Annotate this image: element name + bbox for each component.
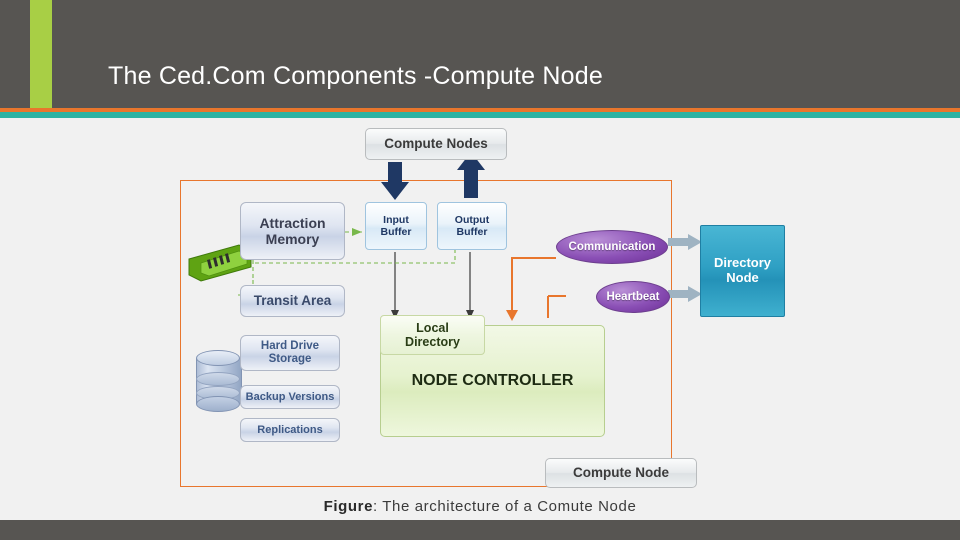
slide-header [0,0,960,110]
hard-drive-line2: Storage [268,353,312,365]
memory-module-icon [188,244,252,282]
figure-caption-bold: Figure [323,498,374,515]
header-accent-teal [0,112,960,118]
local-directory-line1: Local [416,320,449,335]
slide-footer-bar [0,520,960,540]
figure-caption: Figure: The architecture of a Comute Nod… [0,498,960,515]
directory-node-line2: Node [726,270,759,285]
output-buffer-line1: Output [454,213,490,226]
communication-ellipse[interactable]: Communication [556,230,668,264]
input-buffer-line2: Buffer [380,226,412,238]
backup-versions-box[interactable]: Backup Versions [240,385,340,409]
input-buffer-line1: Input [383,213,409,226]
hard-drive-storage-box[interactable]: Hard Drive Storage [240,335,340,371]
local-directory-line2: Directory [405,335,460,349]
hard-drive-line1: Hard Drive [260,339,320,352]
attraction-memory-box[interactable]: Attraction Memory [240,202,345,260]
attraction-memory-line1: Attraction [259,214,326,231]
header-left-accent-tab [30,0,52,108]
directory-node-line1: Directory [713,255,772,271]
transit-area-box[interactable]: Transit Area [240,285,345,317]
architecture-diagram: Compute Nodes Input Buffer Output Buffer… [0,120,960,520]
local-directory-box[interactable]: Local Directory [380,315,485,355]
attraction-memory-line2: Memory [265,231,320,247]
heartbeat-ellipse[interactable]: Heartbeat [596,281,670,313]
replications-box[interactable]: Replications [240,418,340,442]
page-title: The Ced.Com Components -Compute Node [108,62,603,90]
output-buffer-line2: Buffer [456,226,488,238]
figure-caption-text: : The architecture of a Comute Node [373,498,637,515]
compute-node-label-box[interactable]: Compute Node [545,458,697,488]
compute-nodes-box[interactable]: Compute Nodes [365,128,507,160]
output-buffer-box[interactable]: Output Buffer [437,202,507,250]
input-buffer-box[interactable]: Input Buffer [365,202,427,250]
directory-node-box[interactable]: Directory Node [700,225,785,317]
header-accent-orange [0,108,960,112]
compute-node-boundary [180,180,672,487]
disk-stack-icon [196,350,242,412]
